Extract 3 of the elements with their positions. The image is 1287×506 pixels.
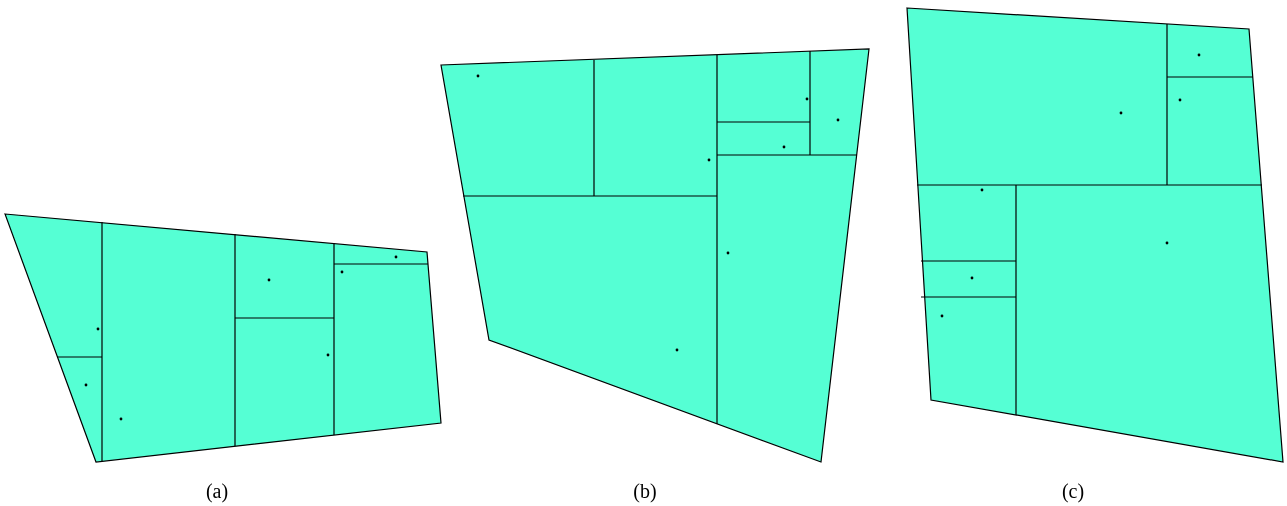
panel-label: (b) <box>633 480 657 503</box>
panel-label: (c) <box>1061 480 1085 503</box>
panel-label: (a) <box>205 480 229 503</box>
